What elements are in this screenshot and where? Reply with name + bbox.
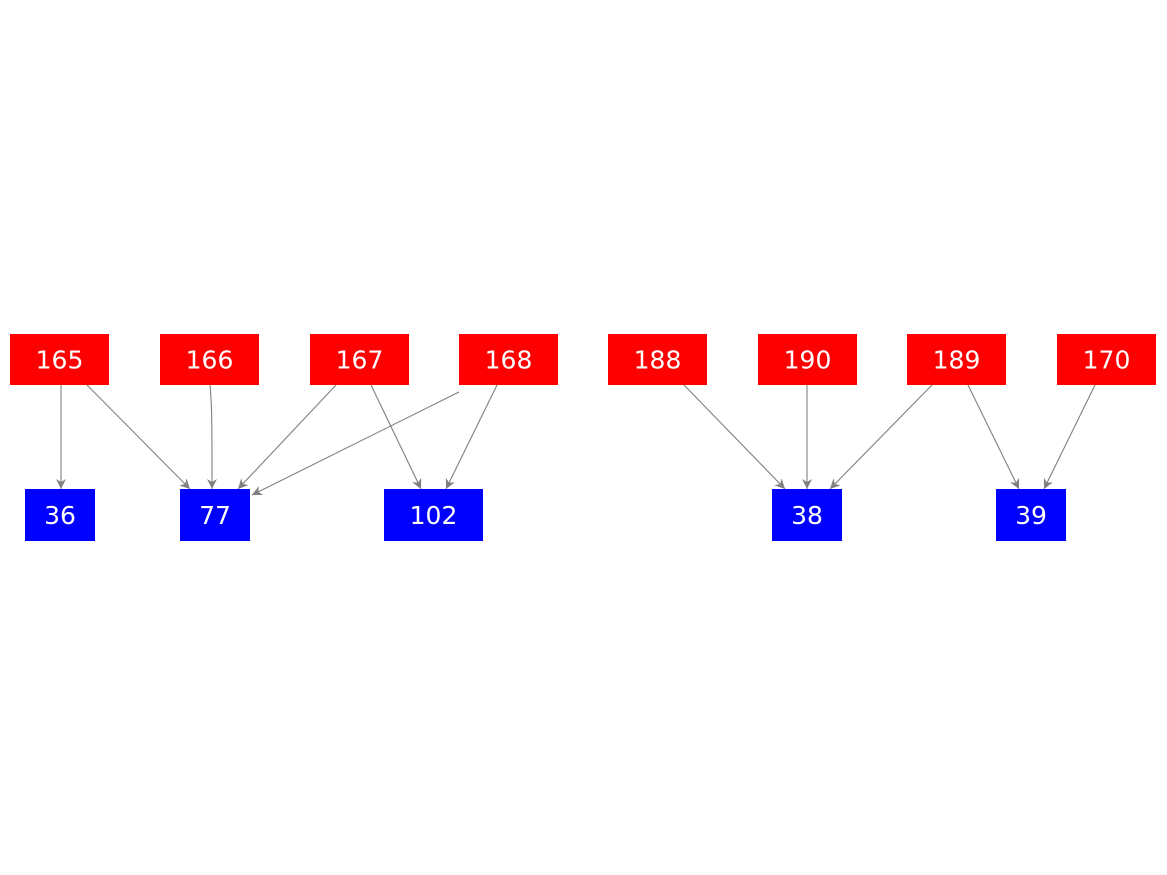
- edge-167-to-102: [370, 384, 422, 490]
- edge-168-to-77: [251, 391, 460, 496]
- node-77-label: 77: [199, 501, 231, 530]
- node-167: 167: [310, 334, 409, 385]
- node-77: 77: [180, 489, 250, 541]
- edge-188-to-38: [683, 384, 786, 490]
- node-189-box: [907, 334, 1006, 385]
- node-77-box: [180, 489, 250, 541]
- edge-168-to-102: [445, 384, 498, 490]
- node-166-label: 166: [186, 346, 234, 375]
- node-39-label: 39: [1015, 501, 1047, 530]
- node-167-label: 167: [336, 346, 384, 375]
- node-188: 188: [608, 334, 707, 385]
- node-167-box: [310, 334, 409, 385]
- node-39: 39: [996, 489, 1066, 541]
- node-190-label: 190: [784, 346, 832, 375]
- node-166-box: [160, 334, 259, 385]
- node-36-label: 36: [44, 501, 76, 530]
- node-170-label: 170: [1083, 346, 1131, 375]
- edge-167-to-77: [237, 384, 337, 490]
- node-190: 190: [758, 334, 857, 385]
- node-38-box: [772, 489, 842, 541]
- edges: [56, 384, 1096, 496]
- node-165: 165: [10, 334, 109, 385]
- nodes: 165 166 167 168 188 190 189 170 36 77 102 38 39: [10, 334, 1156, 541]
- node-189-label: 189: [933, 346, 981, 375]
- node-165-box: [10, 334, 109, 385]
- node-168: 168: [459, 334, 558, 385]
- node-189: 189: [907, 334, 1006, 385]
- node-166: 166: [160, 334, 259, 385]
- node-36: 36: [25, 489, 95, 541]
- node-36-box: [25, 489, 95, 541]
- node-102-box: [384, 489, 483, 541]
- edge-189-to-38: [829, 384, 933, 490]
- node-102-label: 102: [410, 501, 458, 530]
- node-102: 102: [384, 489, 483, 541]
- node-39-box: [996, 489, 1066, 541]
- node-190-box: [758, 334, 857, 385]
- node-38: 38: [772, 489, 842, 541]
- node-170: 170: [1057, 334, 1156, 385]
- node-170-box: [1057, 334, 1156, 385]
- node-165-label: 165: [36, 346, 84, 375]
- node-188-label: 188: [634, 346, 682, 375]
- node-168-label: 168: [485, 346, 533, 375]
- edge-166-to-77: [206, 384, 217, 490]
- edge-165-to-77: [86, 384, 191, 490]
- node-188-box: [608, 334, 707, 385]
- node-168-box: [459, 334, 558, 385]
- edge-189-to-39: [967, 384, 1020, 490]
- node-38-label: 38: [791, 501, 823, 530]
- edge-170-to-39: [1043, 384, 1096, 490]
